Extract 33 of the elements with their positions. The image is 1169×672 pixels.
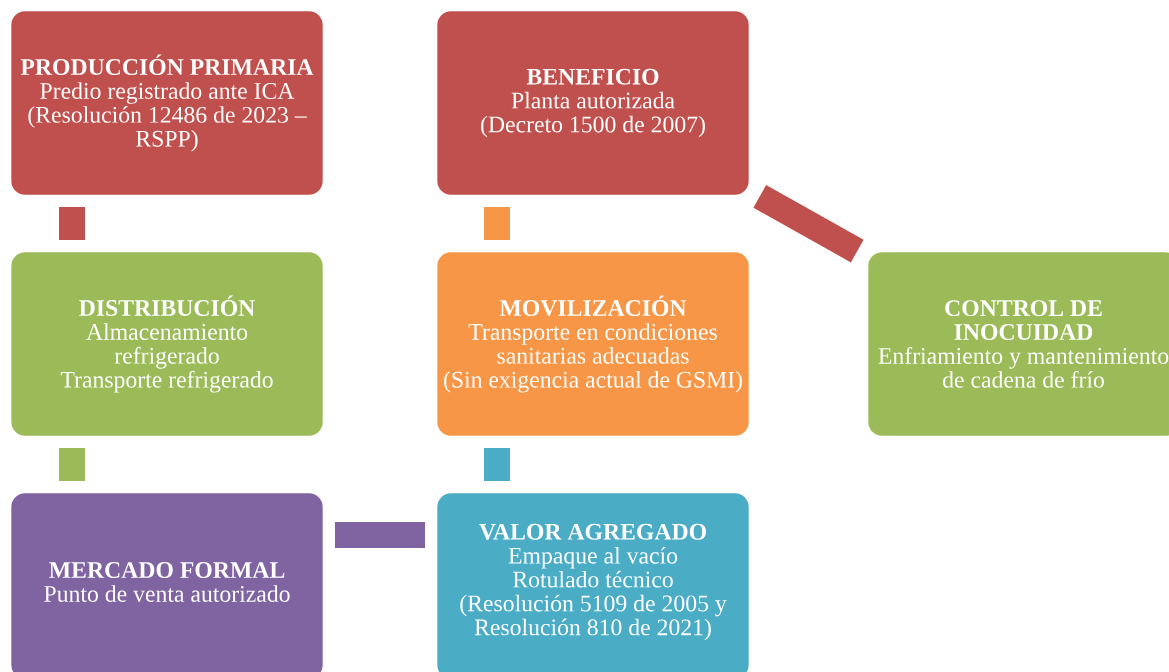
node-label: (Sin exigencia actual de GSMI) <box>444 371 742 393</box>
node-label: Enfriamiento y mantenimiento de cadena de frío <box>878 346 1169 388</box>
node-label: (Resolución 12486 de 2023 – RSPP) <box>28 106 307 152</box>
node-label: DISTRIBUCIÓN <box>79 295 255 316</box>
node-label: MOVILIZACIÓN <box>499 295 687 317</box>
node-label: (Resolución 5109 de 2005 y Resolución 810 de 2021) <box>460 594 727 641</box>
node-label: Rotulado técnico <box>512 570 673 588</box>
node-label: Planta autorizada <box>511 91 675 109</box>
connector-bar <box>59 207 85 240</box>
process-box <box>8 249 326 439</box>
process-box <box>8 490 326 672</box>
connector-bar <box>484 207 510 240</box>
process-box <box>865 249 1169 439</box>
node-label: MERCADO FORMAL <box>49 562 285 579</box>
connector-bar <box>753 185 864 263</box>
node-label: (Decreto 1500 de 2007) <box>481 115 705 138</box>
process-box <box>434 490 752 672</box>
process-box <box>434 8 752 198</box>
node-label: Transporte refrigerado <box>60 370 273 393</box>
node-label: Predio registrado ante ICA <box>40 82 295 104</box>
node-label: Transporte en condiciones sanitarias adecuadas <box>468 323 717 364</box>
connector-bar <box>484 448 510 481</box>
node-label: Almacenamiento refrigerado <box>86 323 248 369</box>
process-box <box>8 8 326 198</box>
process-box <box>434 249 752 439</box>
node-label: BENEFICIO <box>526 68 659 85</box>
connector-bar <box>335 522 425 548</box>
node-label: Empaque al vacío <box>508 546 678 569</box>
node-label: PRODUCCIÓN PRIMARIA <box>20 54 314 76</box>
node-label: CONTROL DE INOCUIDAD <box>945 300 1102 341</box>
node-label: VALOR AGREGADO <box>479 523 706 540</box>
connector-bar <box>59 448 85 481</box>
node-label: Punto de venta autorizado <box>44 585 290 602</box>
